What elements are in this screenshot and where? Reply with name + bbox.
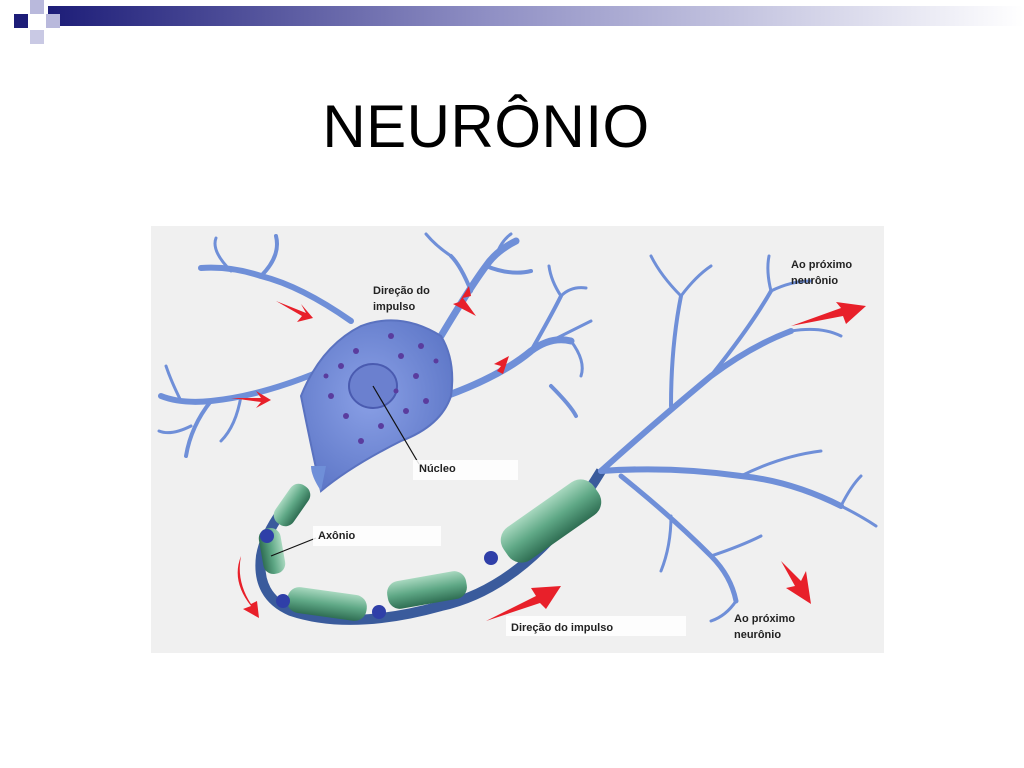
label-next-neuron-bottom-line1: Ao próximo	[734, 613, 795, 625]
arrow-icon	[486, 586, 561, 621]
dendrites	[157, 232, 593, 458]
arrow-icon	[481, 356, 509, 391]
nissl-bodies	[323, 333, 439, 444]
impulse-arrows	[231, 286, 866, 621]
arrow-icon	[276, 301, 313, 322]
neuron-diagram: Direção do impulso Núcleo Axônio Direção…	[151, 226, 884, 653]
axon-terminals	[598, 254, 878, 623]
label-impulse-direction-top-line1: Direção do	[373, 285, 430, 297]
label-axon: Axônio	[318, 530, 356, 542]
axon	[255, 468, 606, 625]
diagram-background	[151, 226, 884, 653]
deco-square-light	[30, 30, 44, 44]
arrow-icon	[237, 556, 259, 618]
label-next-neuron-top-line2: neurônio	[791, 275, 838, 287]
deco-square-light	[30, 0, 44, 14]
axon-hillock	[311, 466, 326, 491]
slide-title: NEURÔNIO	[322, 93, 650, 160]
myelin-sheath	[258, 479, 602, 621]
label-nucleus: Núcleo	[419, 463, 456, 475]
arrow-icon	[781, 561, 811, 604]
axon-label-bg	[313, 526, 441, 546]
arrow-icon	[453, 286, 476, 316]
deco-square-light	[46, 14, 60, 28]
arrow-icon	[231, 391, 271, 408]
nodes-of-ranvier	[260, 529, 498, 619]
label-next-neuron-bottom-line2: neurônio	[734, 629, 781, 641]
nucleus-pointer-line	[372, 385, 420, 465]
decorative-header-band	[14, 0, 1024, 44]
label-impulse-direction-top-line2: impulso	[373, 301, 415, 313]
deco-square-dark	[14, 14, 28, 28]
nucleus-label-bg	[413, 460, 518, 480]
arrow-icon	[791, 302, 866, 326]
axon-pointer-line	[270, 537, 317, 557]
impulse-bottom-label-bg	[506, 616, 686, 636]
label-next-neuron-top-line1: Ao próximo	[791, 259, 852, 271]
label-impulse-direction-bottom: Direção do impulso	[511, 622, 613, 634]
